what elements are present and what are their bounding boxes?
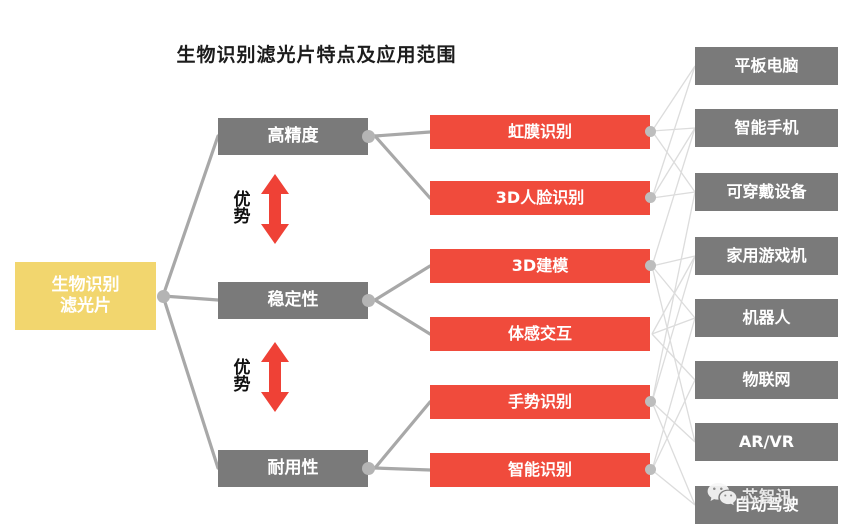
target-node-autonomous-driving[interactable]: 自动驾驶: [695, 486, 838, 524]
link-face3d-to-tablet: [651, 65, 696, 199]
application-dot-iris: [645, 126, 656, 137]
link-gesture-to-autodrive: [651, 401, 696, 506]
target-node-robot[interactable]: 机器人: [695, 299, 838, 337]
link-face3d-to-phone: [651, 127, 696, 199]
root-node-biometric-filter[interactable]: 生物识别 滤光片: [15, 262, 156, 330]
target-node-iot[interactable]: 物联网: [695, 361, 838, 399]
application-dot-model3d: [645, 260, 656, 271]
double-arrow-icon: [261, 342, 289, 412]
feature-node-stability[interactable]: 稳定性: [218, 282, 368, 319]
link-root-to-durability: [161, 294, 220, 470]
target-node-ar-vr[interactable]: AR/VR: [695, 423, 838, 461]
link-stab-to-model3d: [373, 264, 432, 302]
link-smart-to-autodrive: [651, 469, 696, 506]
link-hp-to-face3d: [373, 134, 432, 200]
link-iris-to-tablet: [651, 65, 696, 132]
link-dur-to-gesture: [373, 400, 432, 470]
application-node-gesture-recognition[interactable]: 手势识别: [430, 385, 650, 419]
link-smart-to-robot: [651, 317, 696, 471]
application-node-motion-interaction[interactable]: 体感交互: [430, 317, 650, 351]
link-motion-to-iot: [651, 333, 696, 381]
root-hub-dot: [157, 290, 170, 303]
target-node-wearable-device[interactable]: 可穿戴设备: [695, 173, 838, 211]
link-motion-to-robot: [651, 317, 696, 335]
link-model3d-to-console: [651, 255, 696, 267]
feature-dot-high-precision: [362, 130, 375, 143]
page-title: 生物识别滤光片特点及应用范围: [0, 40, 853, 67]
link-root-to-high-precision: [161, 134, 220, 298]
link-gesture-to-console: [651, 255, 696, 403]
application-node-3d-face-recognition[interactable]: 3D人脸识别: [430, 181, 650, 215]
feature-node-durability[interactable]: 耐用性: [218, 450, 368, 487]
application-dot-face3d: [645, 192, 656, 203]
link-gesture-to-arvr: [651, 401, 696, 443]
link-gesture-to-wearable: [651, 191, 696, 403]
feature-dot-durability: [362, 462, 375, 475]
link-smart-to-iot: [651, 379, 696, 471]
application-node-smart-recognition[interactable]: 智能识别: [430, 453, 650, 487]
application-dot-smart: [645, 464, 656, 475]
link-model3d-to-arvr: [651, 265, 696, 443]
advantage-label-lower: 优 势: [233, 358, 251, 395]
feature-dot-stability: [362, 294, 375, 307]
link-model3d-to-phone: [651, 127, 696, 267]
application-node-3d-modeling[interactable]: 3D建模: [430, 249, 650, 283]
application-dot-gesture: [645, 396, 656, 407]
link-iris-to-phone: [651, 127, 696, 132]
page-title-text: 生物识别滤光片特点及应用范围: [176, 44, 457, 66]
link-iris-to-wearable: [651, 130, 696, 193]
feature-node-high-precision[interactable]: 高精度: [218, 118, 368, 155]
link-dur-to-smart: [373, 466, 432, 472]
double-arrow-icon: [261, 174, 289, 244]
link-model3d-to-robot: [651, 265, 696, 319]
advantage-label-upper: 优 势: [233, 190, 251, 227]
target-node-smartphone[interactable]: 智能手机: [695, 109, 838, 147]
link-hp-to-iris: [373, 130, 432, 138]
link-root-to-stability: [161, 294, 220, 302]
advantage-group-upper: 优 势: [232, 172, 292, 246]
link-stab-to-motion: [373, 298, 432, 336]
target-node-home-game-console[interactable]: 家用游戏机: [695, 237, 838, 275]
advantage-group-lower: 优 势: [232, 340, 292, 414]
application-node-iris-recognition[interactable]: 虹膜识别: [430, 115, 650, 149]
target-node-tablet[interactable]: 平板电脑: [695, 47, 838, 85]
